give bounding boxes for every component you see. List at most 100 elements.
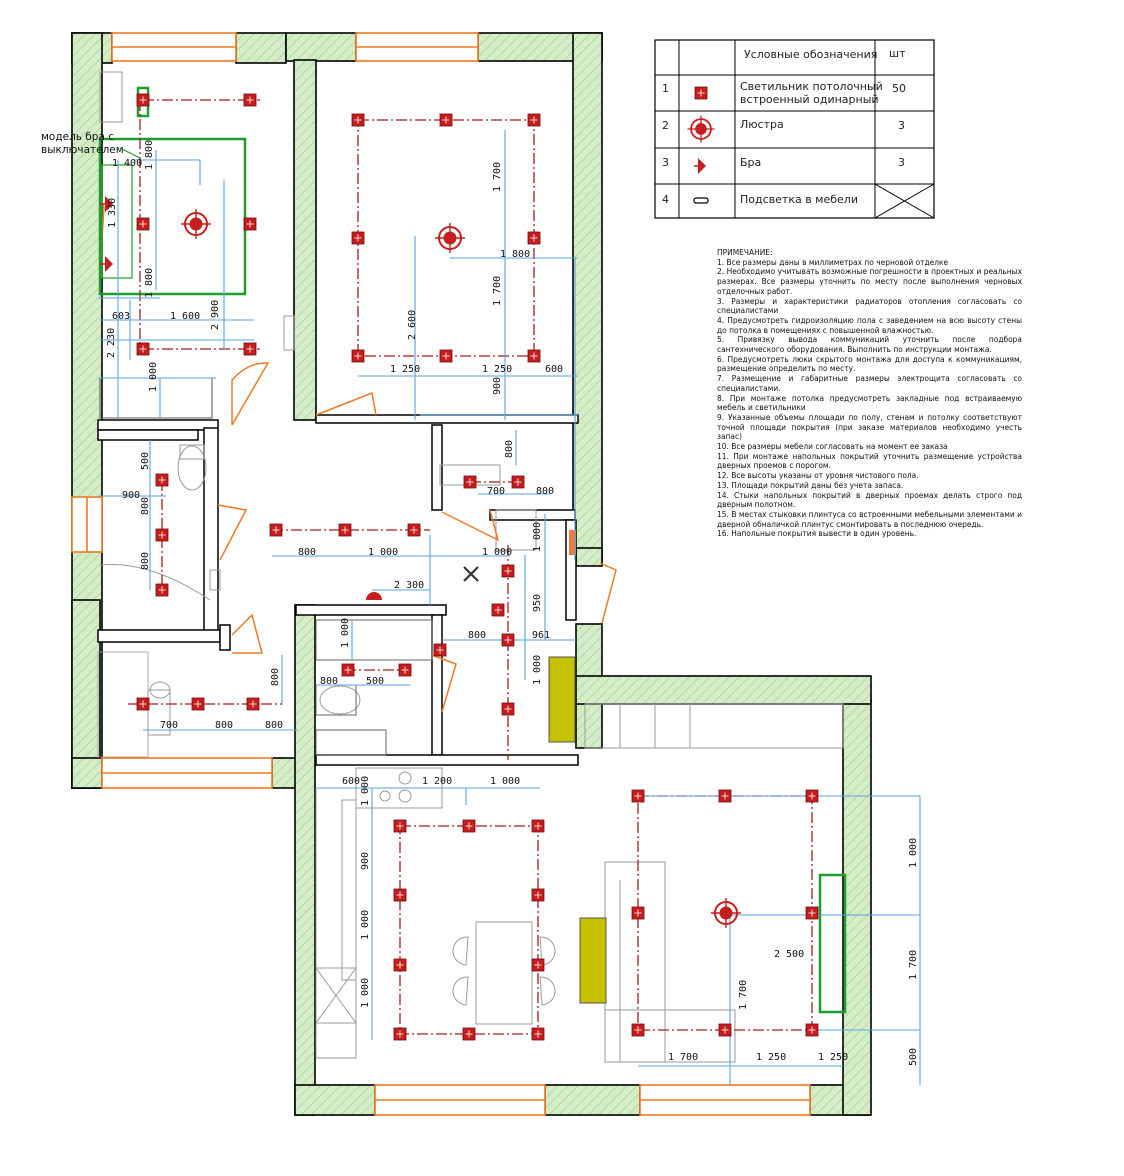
ceiling-spot-icon: [155, 583, 169, 597]
dimension-label: 800: [140, 497, 151, 515]
dimension-label: 1 250: [482, 364, 512, 375]
note-item: 8. При монтаже потолка предусмотреть зак…: [717, 392, 1022, 413]
dimension-label: 961: [532, 630, 550, 641]
ceiling-spot-icon: [407, 523, 421, 537]
note-item: 15. В местах стыковки плинтуса со встрое…: [717, 508, 1022, 529]
note-item: 4. Предусмотреть гидроизоляцию пола с за…: [717, 314, 1022, 335]
dimension-label: 1 700: [738, 980, 749, 1010]
ceiling-spot-icon: [155, 473, 169, 487]
note-item: 14. Стыки напольных покрытий в дверных п…: [717, 489, 1022, 510]
legend-row-name: встроенный одинарный: [740, 93, 879, 106]
accent-block: [579, 917, 607, 1004]
ceiling-spot-icon: [462, 1027, 476, 1041]
notes-block: ПРИМЕЧАНИЕ: 1. Все размеры даны в миллим…: [717, 247, 1022, 539]
ceiling-spot-icon: [694, 86, 708, 100]
ceiling-spot-icon: [433, 643, 447, 657]
dimension-label: 1 000: [148, 362, 159, 392]
dimension-label: 1 400: [112, 158, 142, 169]
dimension-label: 1 700: [908, 950, 919, 980]
dimension-label: 1 000: [482, 547, 512, 558]
dimension-label: 700: [487, 486, 505, 497]
dimension-label: 800: [270, 668, 281, 686]
interior-walls: [97, 414, 579, 766]
note-item: 3. Размеры и характеристики радиаторов о…: [717, 295, 1022, 316]
note-item: 13. Площади покрытий даны без учета запа…: [717, 479, 904, 490]
ceiling-spot-icon: [531, 1027, 545, 1041]
ceiling-spot-icon: [531, 888, 545, 902]
dimension-label: 1 000: [360, 910, 371, 940]
ceiling-spot-icon: [398, 663, 412, 677]
chandelier-icon: [180, 208, 212, 240]
dimension-label: 500: [140, 452, 151, 470]
dimension-label: 500: [366, 676, 384, 687]
legend-header-name: Условные обозначения: [744, 48, 877, 61]
accent-block: [548, 656, 576, 743]
dimension-label: 2 230: [106, 328, 117, 358]
ceiling-spot-icon: [243, 342, 257, 356]
dimension-label: 900: [360, 852, 371, 870]
ceiling-spot-icon: [631, 1023, 645, 1037]
legend-row-name: Светильник потолочный: [740, 80, 883, 93]
legend-row-name: Люстра: [740, 118, 784, 131]
dimension-label: 500: [908, 1048, 919, 1066]
ceiling-spot-icon: [393, 958, 407, 972]
ceiling-spot-icon: [805, 1023, 819, 1037]
dimension-label: 800: [298, 547, 316, 558]
walls: [71, 32, 872, 1116]
dimension-label: 1 000: [340, 618, 351, 648]
ceiling-spot-icon: [439, 113, 453, 127]
dimension-label: 800: [265, 720, 283, 731]
dimension-label: 2 600: [407, 310, 418, 340]
dimension-lines: [98, 130, 921, 1085]
ceiling-spot-icon: [501, 702, 515, 716]
ceiling-spot-icon: [136, 697, 150, 711]
ceiling-spot-icon: [341, 663, 355, 677]
legend-row-qty: 50: [892, 82, 906, 95]
dimension-label: 800: [504, 440, 515, 458]
dimension-label: 603: [112, 311, 130, 322]
dimension-label: 800: [536, 486, 554, 497]
dimension-label: 1 600: [170, 311, 200, 322]
note-item: 10. Все размеры мебели согласовать на мо…: [717, 441, 948, 452]
ceiling-spot-icon: [246, 697, 260, 711]
dimension-label: 2 500: [774, 949, 804, 960]
dimension-label: 700: [160, 720, 178, 731]
dimension-label: 2 900: [210, 300, 221, 330]
dimension-label: 1 000: [368, 547, 398, 558]
dimension-label: 1 000: [532, 522, 543, 552]
ceiling-spot-icon: [243, 217, 257, 231]
ceiling-spot-icon: [393, 1027, 407, 1041]
note-item: 9. Указанные объемы площади по полу, сте…: [717, 411, 1022, 442]
note-item: 12. Все высоты указаны от уровня чистово…: [717, 470, 919, 481]
ceiling-spot-icon: [805, 789, 819, 803]
dimension-label: 900: [492, 377, 503, 395]
dimension-label: 1 700: [668, 1052, 698, 1063]
ceiling-spot-icon: [491, 603, 505, 617]
ceiling-spot-icon: [393, 819, 407, 833]
close-icon: [463, 566, 479, 582]
dimension-labels: 1 400 1 800 1 330 1 800 603 1 600 2 900 …: [106, 140, 919, 1066]
dimension-label: 2 300: [394, 580, 424, 591]
dimension-label: 1 250: [390, 364, 420, 375]
ceiling-spot-icon: [393, 888, 407, 902]
note-item: 2. Необходимо учитывать возможные погреш…: [717, 266, 1022, 296]
dimension-label: 800: [140, 552, 151, 570]
ceiling-spot-icon: [269, 523, 283, 537]
ceiling-spot-icon: [351, 113, 365, 127]
dimension-label: 1 330: [107, 198, 118, 228]
wall-sconce-icon: [694, 158, 706, 174]
legend-row-num: 3: [662, 156, 669, 169]
dimension-label: 1 000: [360, 776, 371, 806]
dimension-label: 1 000: [532, 655, 543, 685]
dimension-label: 800: [320, 676, 338, 687]
legend-row-num: 2: [662, 119, 669, 132]
annotation-line-1: модель бра с: [41, 131, 114, 143]
dimension-label: 1 250: [756, 1052, 786, 1063]
dimension-label: 600: [545, 364, 563, 375]
ceiling-spot-icon: [631, 906, 645, 920]
ceiling-spot-icon: [527, 349, 541, 363]
dimension-label: 1 800: [144, 140, 155, 170]
doors: [99, 195, 617, 713]
ceiling-spot-icon: [501, 633, 515, 647]
